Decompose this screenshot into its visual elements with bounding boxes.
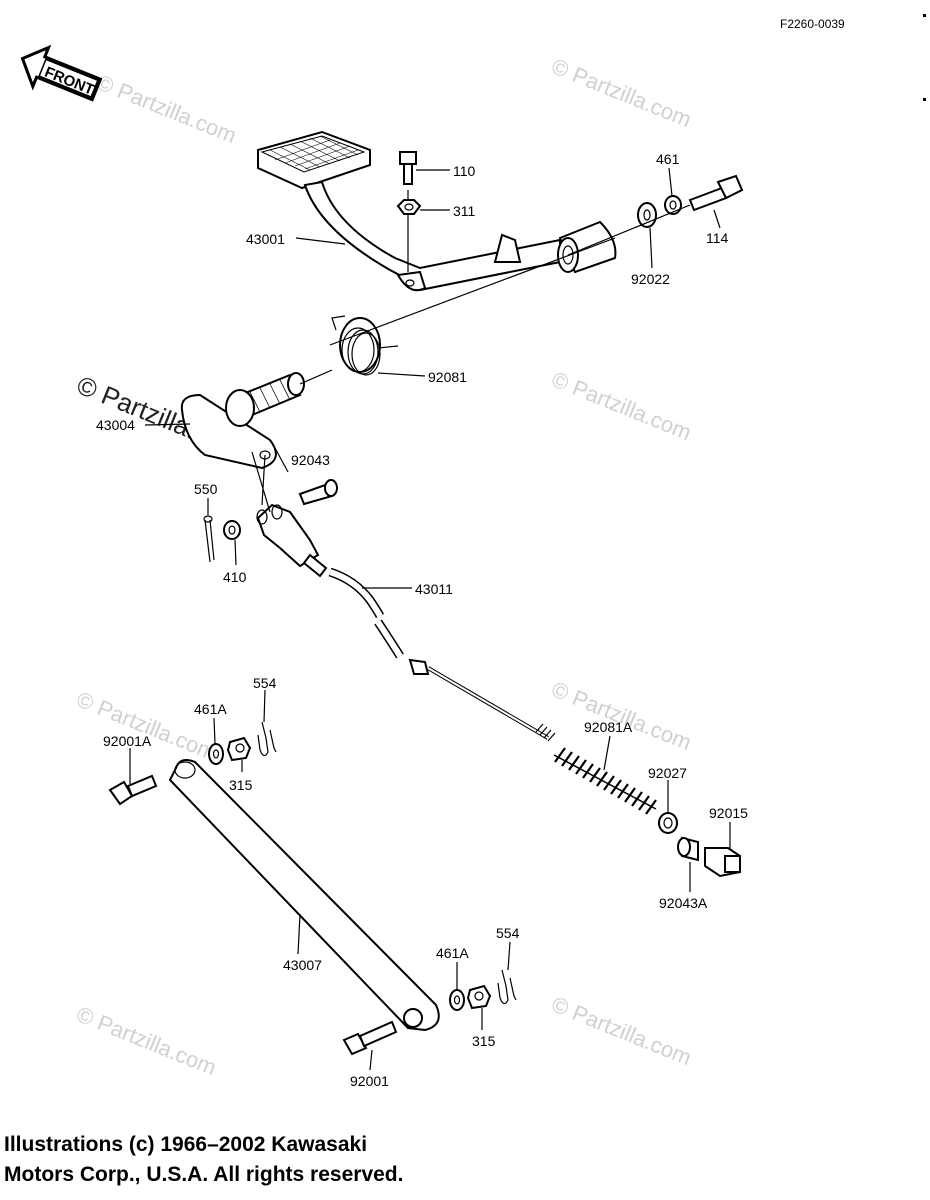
copyright-line: Illustrations (c) 1966–2002 Kawasaki <box>4 1133 368 1156</box>
part-label: 92043A <box>659 895 708 911</box>
part-label: 43004 <box>96 417 135 433</box>
washer-92022 <box>637 202 657 228</box>
copyright-line: Motors Corp., U.S.A. All rights reserved… <box>4 1163 404 1186</box>
washer-461A-upper <box>208 743 224 765</box>
part-label: 554 <box>496 925 520 941</box>
part-label: 410 <box>223 569 247 585</box>
watermark: © Partzilla.com <box>73 686 220 765</box>
spring-92081A <box>553 747 657 815</box>
leader-lines <box>129 167 731 1071</box>
nut-315-upper <box>226 736 252 762</box>
clip-554-upper <box>257 721 277 757</box>
scan-mark <box>923 14 926 17</box>
part-label: 92001 <box>350 1073 389 1089</box>
bolt-92001 <box>342 1020 398 1056</box>
part-label: 43011 <box>415 581 453 597</box>
part-label: 43007 <box>283 957 322 973</box>
part-label: 92081 <box>428 369 467 385</box>
bolt-114 <box>688 174 744 212</box>
part-label: 311 <box>453 203 476 219</box>
spring-92081 <box>331 315 399 376</box>
cotter-pin-550 <box>203 515 215 563</box>
part-label: 554 <box>253 675 277 691</box>
washer-410 <box>223 520 241 540</box>
watermark: © Partzilla.com <box>548 366 695 445</box>
watermark: © Partzilla.com <box>548 53 695 132</box>
watermark: © Partzilla.com <box>73 1001 220 1080</box>
collar-92027 <box>658 812 678 834</box>
nut-315-lower <box>466 984 492 1010</box>
part-label: 461 <box>656 151 680 167</box>
axis-line <box>299 369 333 385</box>
watermarks: © Partzilla.com © Partzilla.com © Partzi… <box>73 53 695 1080</box>
nut-311 <box>396 199 422 215</box>
part-label: 92001A <box>103 733 152 749</box>
part-label: 92015 <box>709 805 748 821</box>
pin-92043 <box>298 479 338 506</box>
brake-pedal-43001 <box>257 130 617 292</box>
axis-line <box>261 454 266 506</box>
nut-92015 <box>704 847 741 878</box>
bolt-92001A <box>108 774 158 806</box>
part-labels: 110 311 461 114 43001 92022 92081 43004 … <box>96 151 748 1089</box>
front-arrow-icon: FRONT <box>20 44 103 102</box>
watermark: © Partzilla.com <box>93 69 240 148</box>
washer-461 <box>664 195 682 215</box>
part-label: 92043 <box>291 452 330 468</box>
scan-mark <box>923 98 926 101</box>
watermark: © Partzilla.com <box>548 991 695 1070</box>
lever-43007 <box>168 759 440 1032</box>
part-label: 315 <box>472 1033 496 1049</box>
part-label: 461A <box>194 701 227 717</box>
part-label: 114 <box>706 230 729 246</box>
washer-461A-lower <box>449 989 465 1011</box>
axis-line <box>329 237 616 346</box>
brake-shaft-43004 <box>180 372 305 470</box>
part-label: 92027 <box>648 765 687 781</box>
part-label: 92081A <box>584 719 633 735</box>
watermark: © Partzilla.com <box>548 676 695 755</box>
part-label: 315 <box>229 777 253 793</box>
part-label: 92022 <box>631 271 670 287</box>
brake-rod-43011 <box>328 567 556 742</box>
axis-line <box>251 451 271 513</box>
copyright-notice: Illustrations (c) 1966–2002 Kawasaki Mot… <box>4 1130 403 1190</box>
clip-554-lower <box>497 969 517 1005</box>
part-label: 550 <box>194 481 218 497</box>
part-label: 461A <box>436 945 469 961</box>
axis-line <box>567 204 691 256</box>
part-label: 110 <box>453 163 476 179</box>
part-label: 43001 <box>246 231 285 247</box>
clevis <box>256 503 328 578</box>
pin-92043A <box>677 836 699 862</box>
diagram-code: F2260-0039 <box>780 17 845 31</box>
